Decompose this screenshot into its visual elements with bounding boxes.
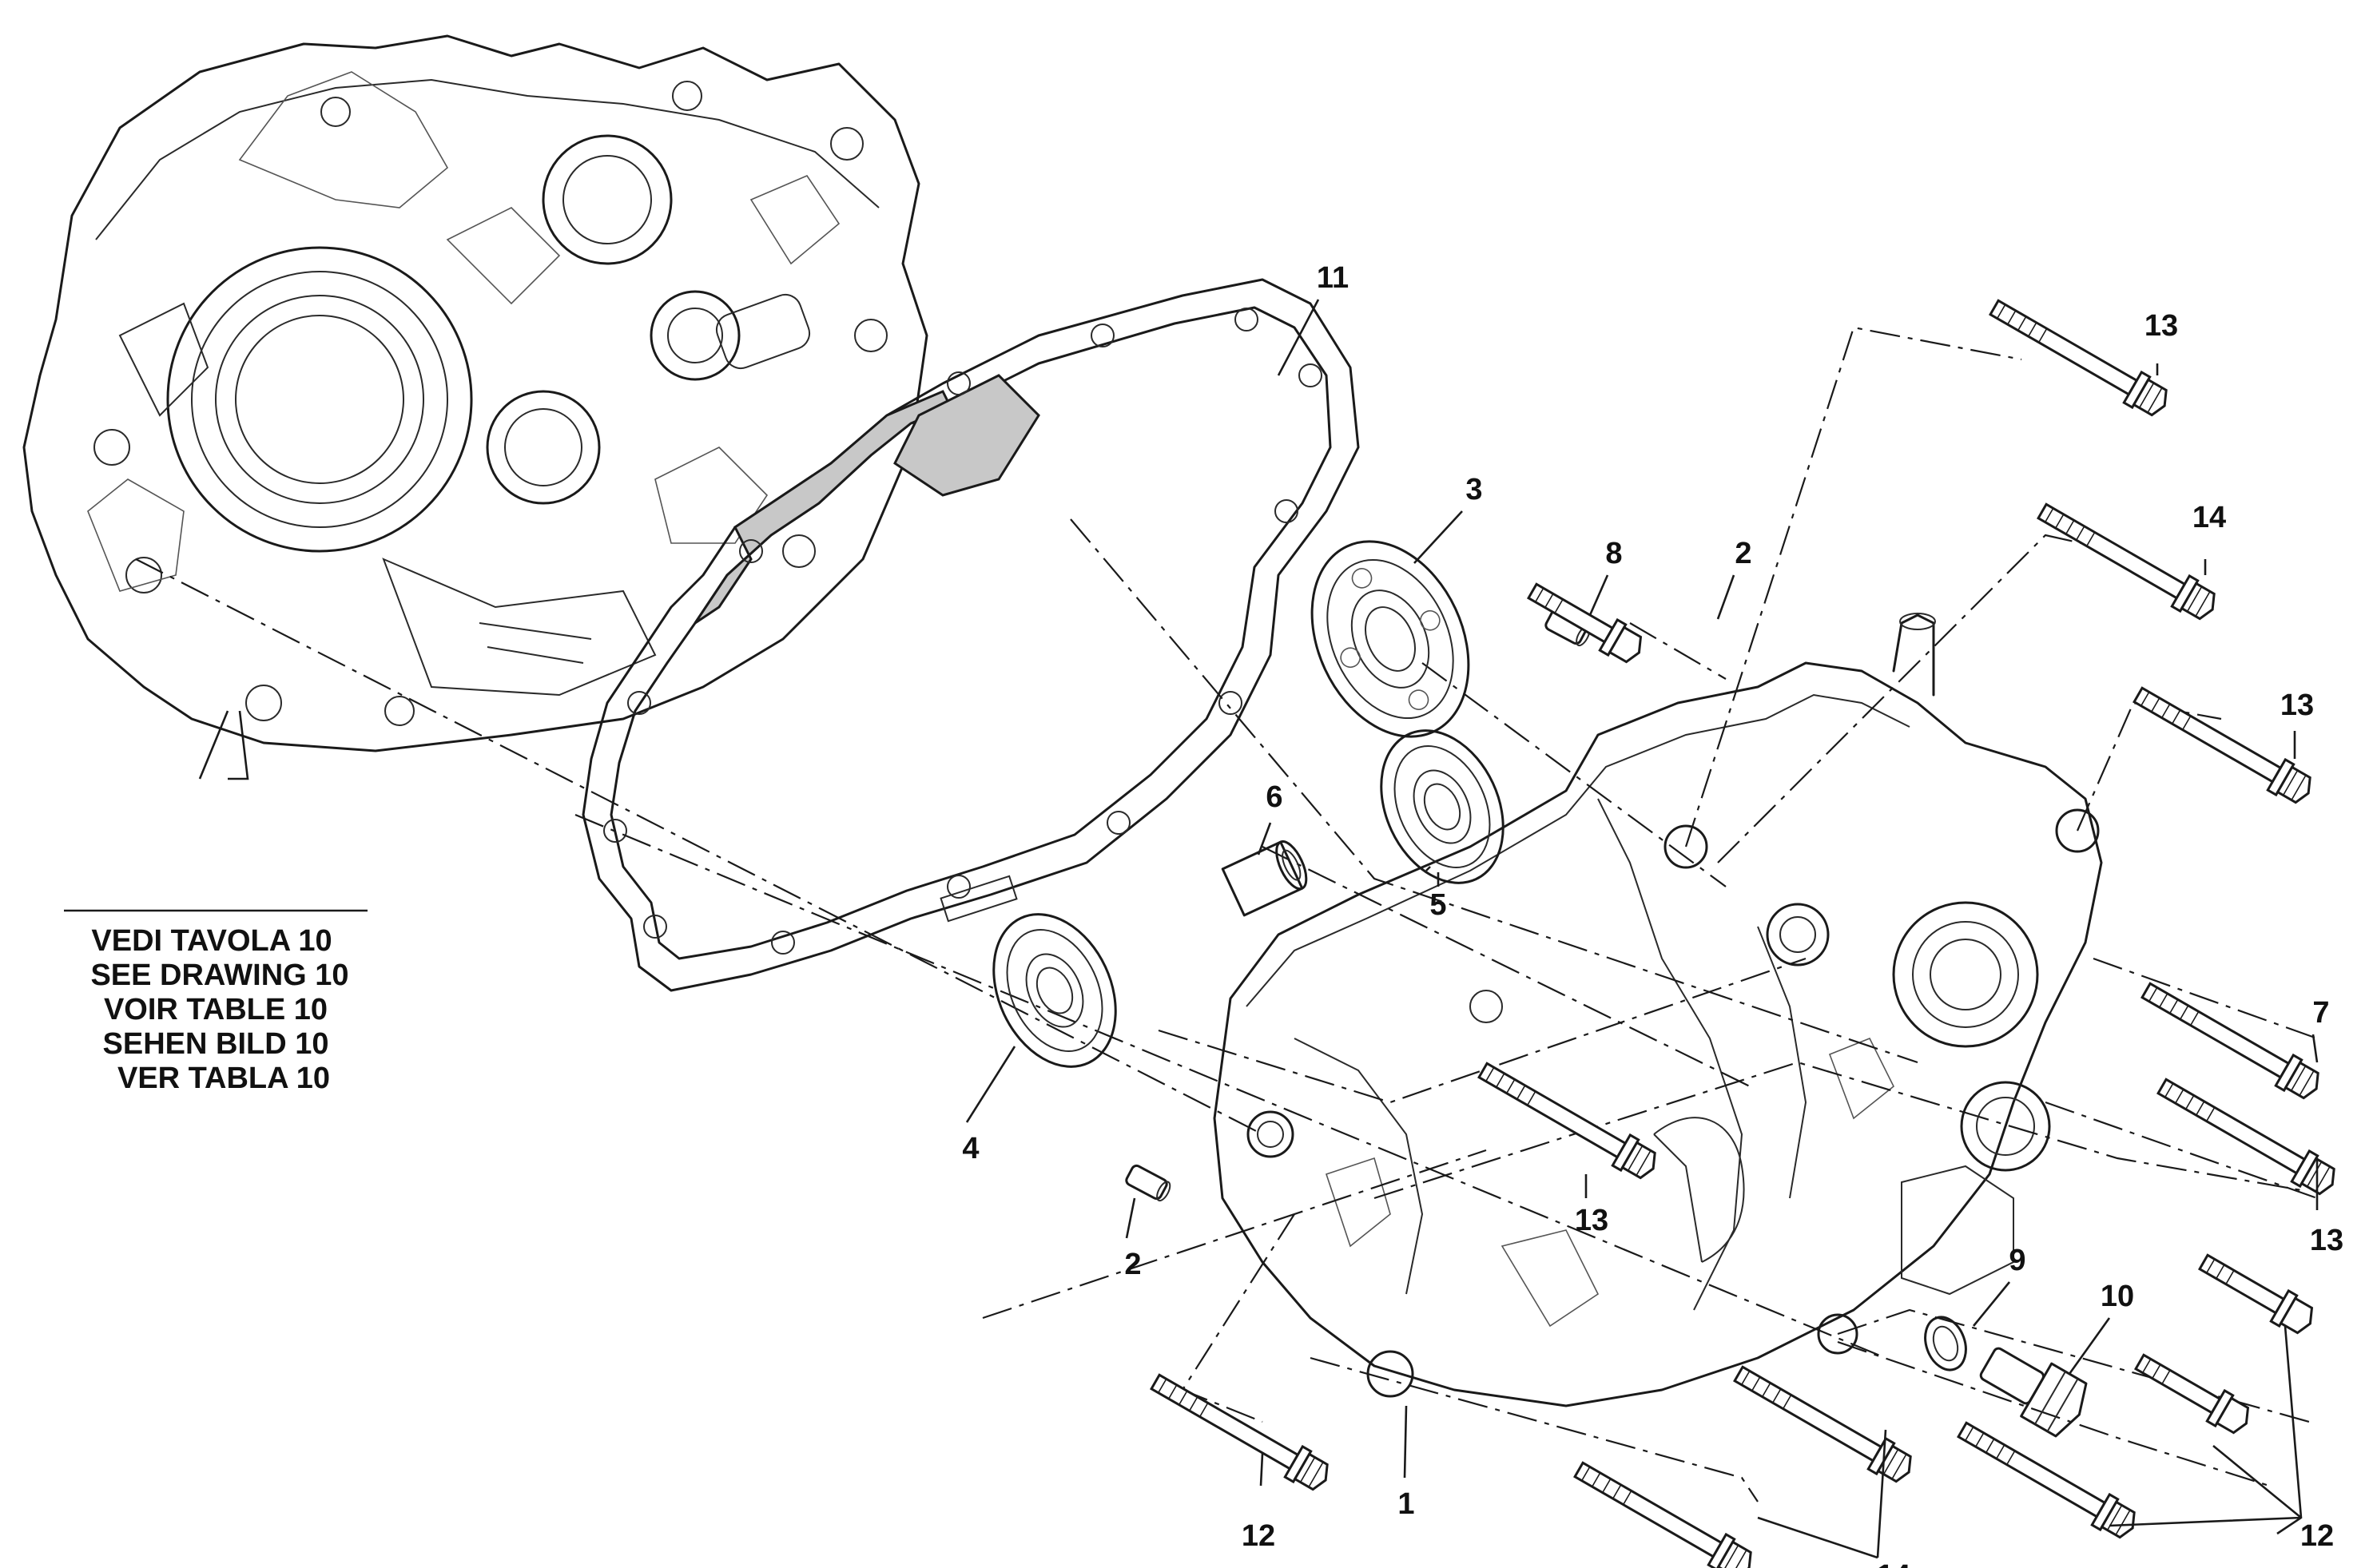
bearing-4 <box>992 913 1117 1068</box>
reference-note-line-1: VEDI TAVOLA 10 <box>91 924 332 958</box>
bolt-12-right-bottom <box>1952 1413 2143 1545</box>
right-crankcase-half <box>1213 613 2103 1407</box>
reference-note-line-3: VOIR TABLE 10 <box>104 993 328 1026</box>
callout-7: 7 <box>2312 996 2329 1030</box>
assembly-axis-lines <box>135 326 2318 1503</box>
reference-note-line-5: VER TABLA 10 <box>117 1062 330 1095</box>
left-crankcase-half <box>22 34 928 752</box>
callout-1: 1 <box>1397 1487 1414 1521</box>
bolt-12-left <box>1145 1365 1336 1497</box>
callout-11: 11 <box>1317 261 1349 295</box>
callout-9: 9 <box>2009 1244 2025 1277</box>
reference-note-line-4: SEHEN BILD 10 <box>103 1027 329 1061</box>
drain-plug-10 <box>1979 1347 2088 1438</box>
callout-14-upper: 14 <box>2192 501 2226 534</box>
callout-13-right: 13 <box>2280 689 2314 722</box>
callout-2-lower: 2 <box>1124 1248 1141 1281</box>
callout-13-lower-right: 13 <box>2310 1224 2343 1257</box>
callout-14-lower: 14 <box>1877 1559 1910 1568</box>
reference-note: VEDI TAVOLA 10 SEE DRAWING 10 VOIR TABLE… <box>90 924 348 1095</box>
bolt-12-right-top <box>2193 1245 2320 1340</box>
callout-13-top: 13 <box>2144 309 2178 343</box>
callout-3: 3 <box>1465 473 1482 506</box>
callout-2-upper: 2 <box>1735 537 1751 570</box>
callout-12-left: 12 <box>1242 1519 1275 1553</box>
leader-lines <box>64 299 2319 1559</box>
reference-note-line-2: SEE DRAWING 10 <box>90 959 348 992</box>
callout-6: 6 <box>1266 780 1282 814</box>
bolt-13-center <box>1473 1054 1664 1185</box>
bolt-8 <box>1522 574 1649 669</box>
callout-10: 10 <box>2101 1280 2134 1313</box>
callouts: 11 3 8 2 13 14 13 6 5 7 4 13 2 13 9 10 1… <box>962 261 2343 1568</box>
bolt-12-right-mid <box>2129 1345 2256 1440</box>
bolt-14-lower-a <box>1728 1357 1919 1489</box>
callout-5: 5 <box>1429 888 1446 922</box>
callout-8: 8 <box>1605 537 1622 570</box>
sealing-washer-9 <box>1924 1316 1967 1372</box>
bearing-5 <box>1380 729 1505 884</box>
dowel-lower <box>1125 1164 1171 1202</box>
callout-4: 4 <box>962 1132 979 1165</box>
bearing-3 <box>1310 540 1470 738</box>
callout-12-right: 12 <box>2300 1519 2334 1553</box>
gasket <box>582 278 1360 992</box>
bolt-14-lower-b <box>1568 1453 1759 1568</box>
needle-bushing-6 <box>1221 840 1308 917</box>
callout-13-center: 13 <box>1575 1204 1608 1237</box>
